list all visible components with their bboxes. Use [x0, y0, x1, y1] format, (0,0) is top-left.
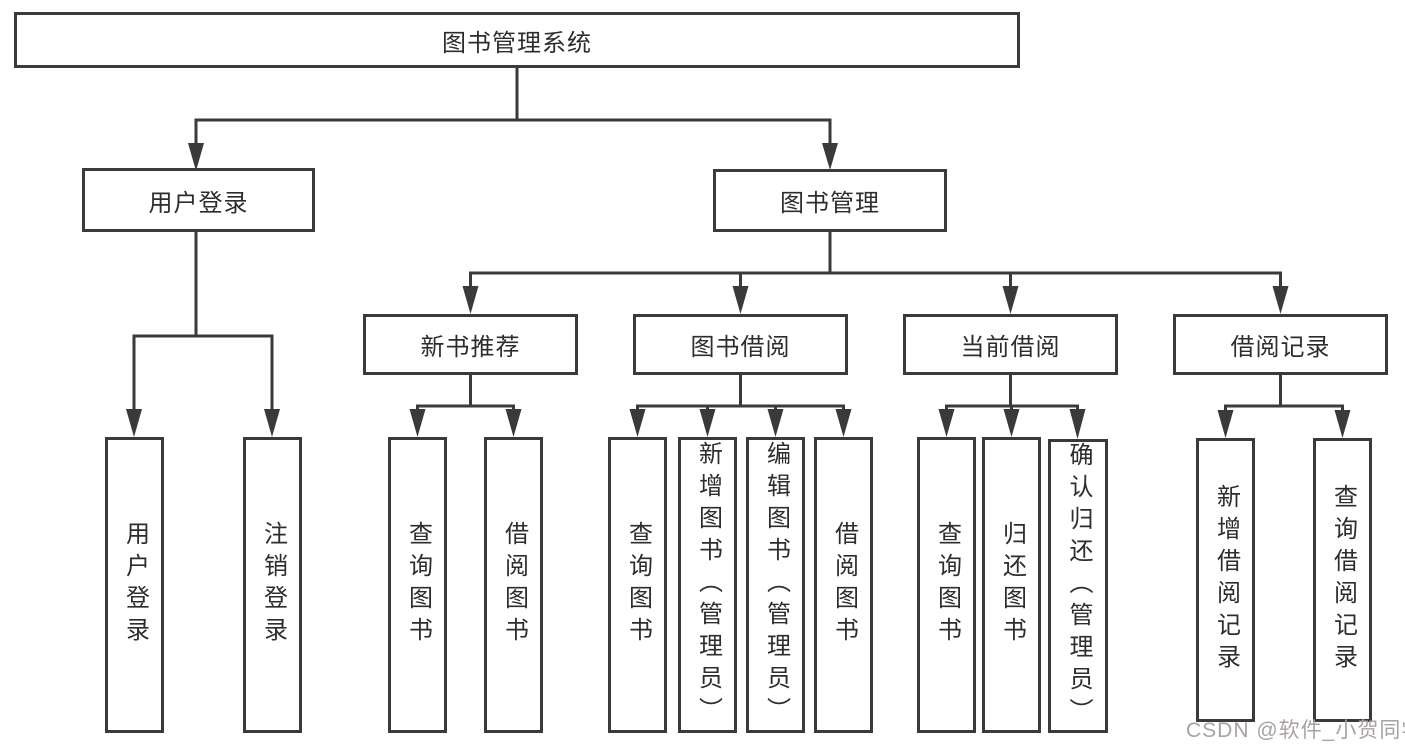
node-root: 图书管理系统 [14, 12, 1020, 68]
arrowhead [699, 409, 716, 437]
node-label: 新增图书（管理员） [694, 441, 722, 729]
arrowhead [505, 409, 522, 437]
arrowhead [188, 143, 204, 171]
arrowhead [1003, 409, 1020, 437]
node-label: 用户登录 [148, 189, 249, 217]
node-label: 借阅图书 [500, 521, 528, 649]
arrowhead [1334, 410, 1351, 438]
node-label: 查询图书 [933, 521, 961, 649]
leaf-newbook-query-book: 查询图书 [388, 437, 447, 733]
leaf-borrow-query-book: 查询图书 [608, 437, 667, 733]
node-label: 新增借阅记录 [1212, 484, 1240, 676]
arrowhead [462, 286, 479, 314]
arrowhead [629, 409, 646, 437]
leaf-user-login: 用户登录 [105, 437, 164, 733]
connector-new-book [409, 374, 522, 437]
node-book-mgmt: 图书管理 [713, 169, 947, 232]
node-label: 查询图书 [404, 521, 432, 649]
leaf-current-query-book: 查询图书 [917, 437, 976, 733]
leaf-current-confirm-return: 确认归还（管理员） [1048, 439, 1108, 733]
arrowhead [1002, 286, 1019, 314]
connector-current-borrow [938, 374, 1086, 439]
node-label: 图书借阅 [690, 334, 791, 361]
arrowhead [732, 286, 749, 314]
node-label: 查询图书 [624, 521, 652, 649]
leaf-borrow-add-book: 新增图书（管理员） [678, 437, 737, 733]
leaf-borrow-borrow-book: 借阅图书 [814, 437, 873, 733]
arrowhead [835, 409, 852, 437]
arrowhead [1272, 286, 1289, 314]
node-current-borrow: 当前借阅 [903, 314, 1118, 375]
leaf-logout: 注销登录 [243, 437, 302, 733]
leaf-records-query-record: 查询借阅记录 [1313, 438, 1372, 722]
node-user-login: 用户登录 [82, 168, 315, 232]
node-label: 借阅图书 [830, 521, 858, 649]
arrowhead [822, 143, 838, 170]
node-label: 当前借阅 [960, 334, 1061, 361]
leaf-records-add-record: 新增借阅记录 [1196, 438, 1255, 722]
leaf-current-return-book: 归还图书 [982, 437, 1041, 733]
arrowhead [126, 409, 142, 437]
leaf-newbook-borrow-book: 借阅图书 [484, 437, 543, 733]
node-label: 图书管理 [780, 190, 880, 217]
node-label: 新书推荐 [420, 334, 521, 361]
node-label: 归还图书 [998, 521, 1026, 649]
node-label: 借阅记录 [1230, 334, 1331, 361]
node-label: 图书管理系统 [442, 29, 592, 57]
leaf-borrow-edit-book: 编辑图书（管理员） [746, 437, 805, 733]
node-label: 编辑图书（管理员） [762, 441, 790, 729]
node-label: 查询借阅记录 [1329, 484, 1357, 676]
arrowhead [1217, 410, 1234, 438]
connector-book-borrow [629, 374, 852, 437]
node-label: 确认归还（管理员） [1065, 442, 1092, 730]
csdn-watermark: CSDN @软件_小贺同学 [1186, 719, 1405, 742]
arrowhead [938, 409, 955, 437]
node-label: 注销登录 [259, 521, 287, 649]
arrowhead [767, 409, 784, 437]
arrowhead [409, 409, 426, 437]
connector-book-mgmt [462, 232, 1289, 314]
node-borrow-records: 借阅记录 [1173, 314, 1388, 375]
node-book-borrow: 图书借阅 [633, 314, 848, 375]
node-new-book-recommend: 新书推荐 [363, 314, 578, 375]
connector-root [188, 68, 838, 171]
arrowhead [1069, 409, 1086, 439]
connector-user-login [126, 232, 280, 437]
arrowhead [264, 409, 280, 437]
node-label: 用户登录 [121, 521, 149, 649]
connector-borrow-records [1217, 374, 1351, 438]
